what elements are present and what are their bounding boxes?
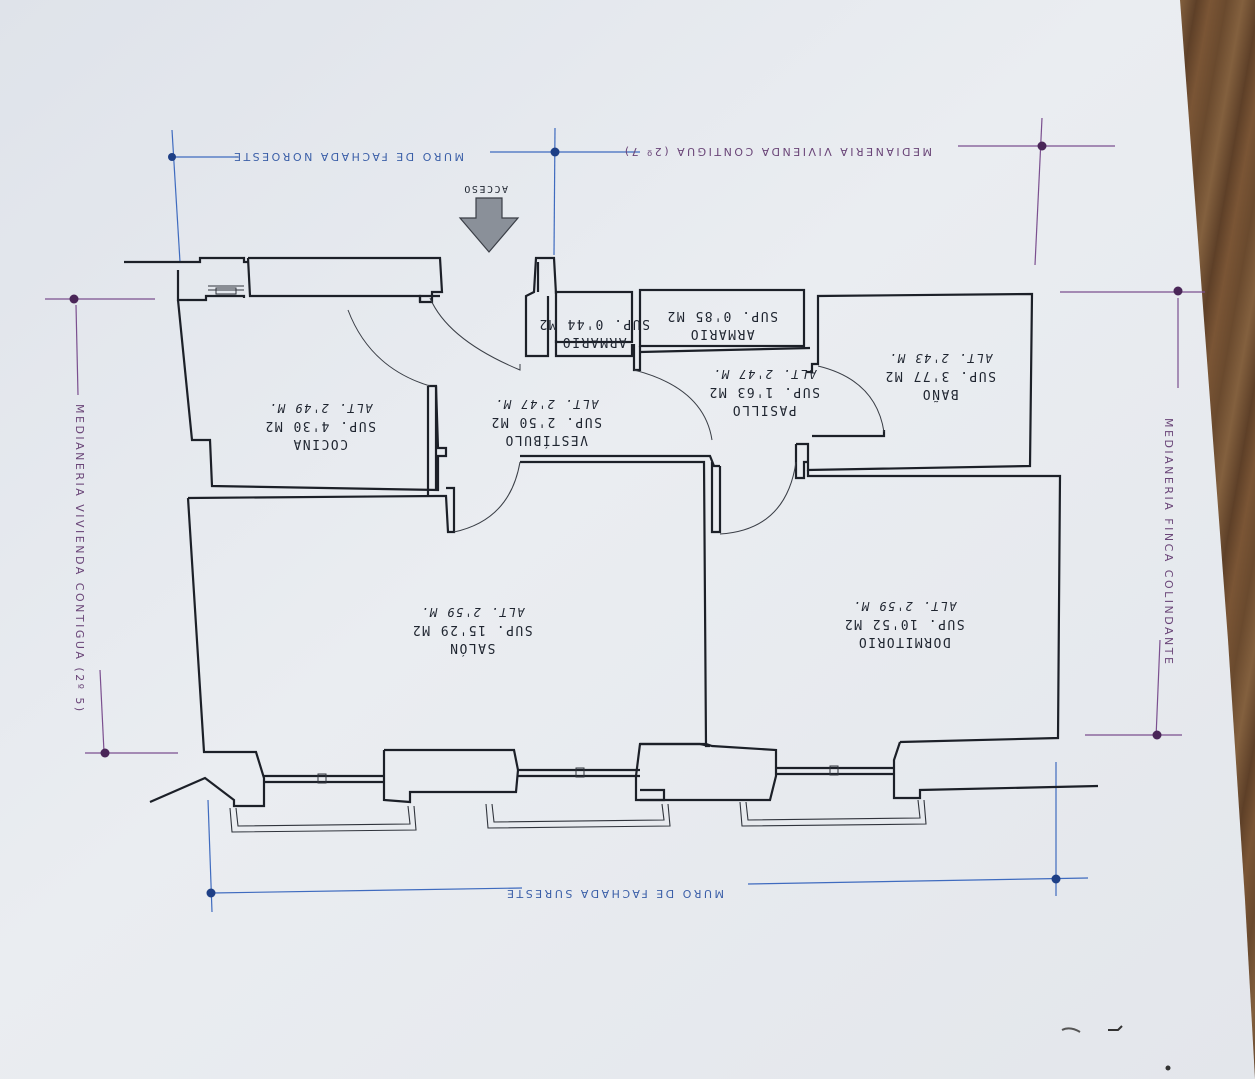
door-swings xyxy=(347,297,885,535)
room-height-salon: ALT. 2'59 M. xyxy=(420,605,526,619)
walls xyxy=(124,256,1099,833)
room-height-vestibulo: ALT. 2'47 M. xyxy=(494,397,600,411)
room-name-cocina: COCINA xyxy=(292,436,348,451)
room-name-pasillo: PASILLO xyxy=(731,402,796,417)
room-label-dormitorio: DORMITORIO SUP. 10'52 M2 ALT. 2'59 M. xyxy=(843,599,964,649)
annotation-party-wall-left: MEDIANERIA VIVIENDA CONTIGUA (2º 5) xyxy=(73,404,86,714)
room-area-bano: SUP. 3'77 M2 xyxy=(884,368,996,383)
room-name-armario-2: ARMARIO xyxy=(689,326,754,341)
annotation-party-wall-top: MEDIANERIA VIVIENDA CONTIGUA (2º 7) xyxy=(622,145,932,158)
room-area-salon: SUP. 15'29 M2 xyxy=(411,622,532,637)
room-label-pasillo: PASILLO SUP. 1'63 M2 ALT. 2'47 M. xyxy=(708,367,820,417)
room-name-bano: BAÑO xyxy=(921,386,958,402)
room-name-dormitorio: DORMITORIO xyxy=(857,634,950,649)
room-name-salon: SALÓN xyxy=(449,640,496,656)
room-height-dormitorio: ALT. 2'59 M. xyxy=(852,599,958,613)
room-label-salon: SALÓN SUP. 15'29 M2 ALT. 2'59 M. xyxy=(411,605,532,656)
staple-marks xyxy=(1061,1025,1171,1071)
room-area-dormitorio: SUP. 10'52 M2 xyxy=(843,616,964,631)
window-marks xyxy=(215,287,839,784)
room-name-armario-1: ARMARIO xyxy=(561,334,626,349)
room-height-cocina: ALT. 2'49 M. xyxy=(268,401,374,415)
annotation-north-west-facade: MURO DE FACHADA NOROESTE xyxy=(232,150,464,163)
room-label-vestibulo: VESTÍBULO SUP. 2'50 M2 ALT. 2'47 M. xyxy=(490,397,602,448)
room-area-pasillo: SUP. 1'63 M2 xyxy=(708,384,820,399)
room-name-vestibulo: VESTÍBULO xyxy=(504,432,588,448)
room-label-armario-2: ARMARIO SUP. 0'85 M2 xyxy=(666,308,778,341)
room-height-bano: ALT. 2'43 M. xyxy=(888,351,994,365)
room-height-pasillo: ALT. 2'47 M. xyxy=(712,367,818,381)
annotation-party-wall-right: MEDIANERIA FINCA COLINDANTE xyxy=(1162,418,1175,666)
annotation-south-east-facade: MURO DE FACHADA SURESTE xyxy=(505,887,724,900)
room-label-armario-1: ARMARIO SUP. 0'44 M2 xyxy=(538,316,650,349)
room-area-armario-1: SUP. 0'44 M2 xyxy=(538,316,650,331)
access-label: ACCESO xyxy=(463,183,508,194)
room-area-cocina: SUP. 4'30 M2 xyxy=(264,418,376,433)
annotation-lines xyxy=(45,117,1205,913)
room-area-vestibulo: SUP. 2'50 M2 xyxy=(490,414,602,429)
access-arrow: ACCESO xyxy=(458,183,520,253)
room-label-bano: BAÑO SUP. 3'77 M2 ALT. 2'43 M. xyxy=(884,351,996,402)
room-area-armario-2: SUP. 0'85 M2 xyxy=(666,308,778,323)
room-label-cocina: COCINA SUP. 4'30 M2 ALT. 2'49 M. xyxy=(264,401,376,451)
